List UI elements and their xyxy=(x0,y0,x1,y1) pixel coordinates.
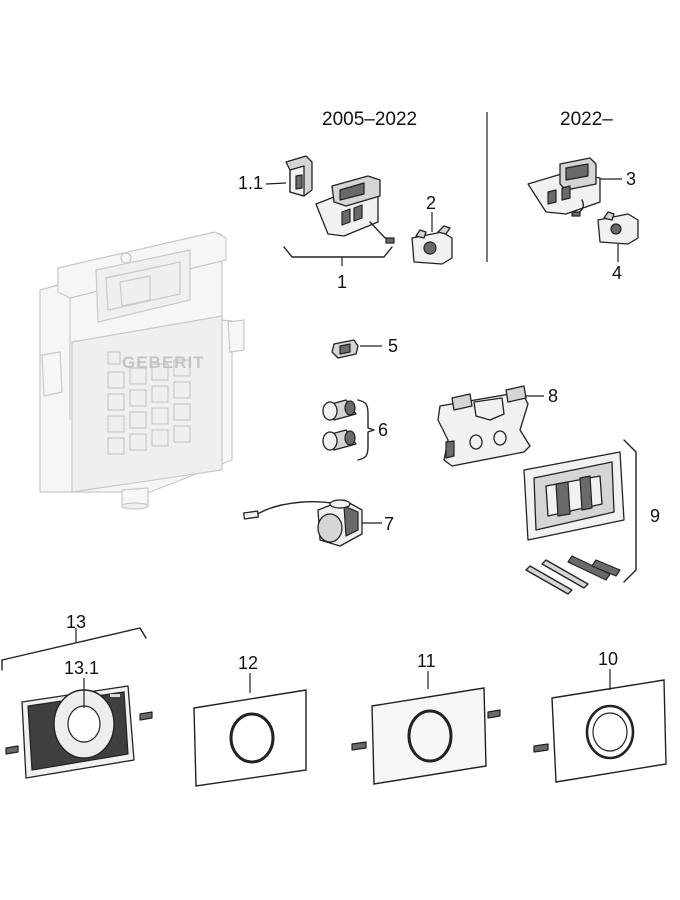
label-3: 3 xyxy=(626,169,637,189)
label-13: 13 xyxy=(66,612,87,632)
part-3-valve-assembly xyxy=(527,157,601,217)
brace-6 xyxy=(357,399,375,461)
label-12: 12 xyxy=(238,653,259,673)
label-9: 9 xyxy=(650,506,661,526)
label-5: 5 xyxy=(388,336,399,356)
label-8: 8 xyxy=(548,386,559,406)
label-1-1: 1.1 xyxy=(238,173,264,193)
label-1: 1 xyxy=(337,272,348,292)
header-2005-2022: 2005–2022 xyxy=(322,109,418,130)
label-4: 4 xyxy=(612,263,623,283)
group-bracket-13 xyxy=(1,627,147,671)
part-1-1-bracket xyxy=(285,155,313,197)
group-bracket-1 xyxy=(283,246,393,258)
part-1-valve-assembly xyxy=(315,175,395,244)
part-8-mounting-frame xyxy=(437,385,531,467)
concealed-cistern xyxy=(39,231,245,510)
label-6: 6 xyxy=(378,420,389,440)
part-4-valve-insert xyxy=(597,211,639,245)
label-10: 10 xyxy=(598,649,619,669)
part-10-flush-plate xyxy=(533,679,667,783)
leader-1-1 xyxy=(265,182,287,185)
cistern-brand-logo: GEBERIT xyxy=(122,353,205,372)
label-13-1: 13.1 xyxy=(64,658,100,678)
label-11: 11 xyxy=(417,651,436,671)
part-7-sensor-cable xyxy=(243,499,363,547)
part-2-valve-insert xyxy=(411,225,453,265)
part-5-clip xyxy=(331,339,359,359)
part-11-flush-plate xyxy=(351,687,501,785)
header-2022-onward: 2022– xyxy=(560,109,613,130)
part-12-flush-plate xyxy=(193,689,307,787)
part-9-frame-screws xyxy=(523,451,625,595)
label-7: 7 xyxy=(384,514,395,534)
part-6-batteries xyxy=(322,399,357,451)
brace-9 xyxy=(623,439,637,583)
label-2: 2 xyxy=(426,193,437,213)
part-13-flush-plate xyxy=(5,685,153,779)
